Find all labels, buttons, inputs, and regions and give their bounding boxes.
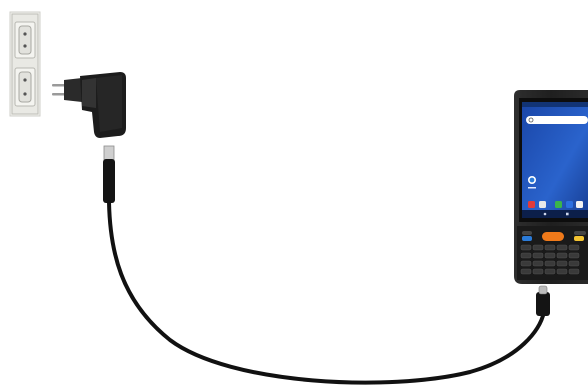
usb-cable	[109, 202, 544, 383]
power-adapter	[52, 72, 126, 138]
device-screen	[522, 102, 588, 218]
wall-outlet	[10, 12, 40, 116]
search-bar	[526, 116, 588, 124]
outlet-socket-top	[15, 22, 35, 58]
usb-a-plug	[103, 146, 115, 203]
outlet-socket-bottom	[15, 68, 35, 106]
usb-c-plug	[536, 286, 550, 316]
handheld-device	[514, 90, 588, 284]
device-keypad	[517, 226, 588, 280]
